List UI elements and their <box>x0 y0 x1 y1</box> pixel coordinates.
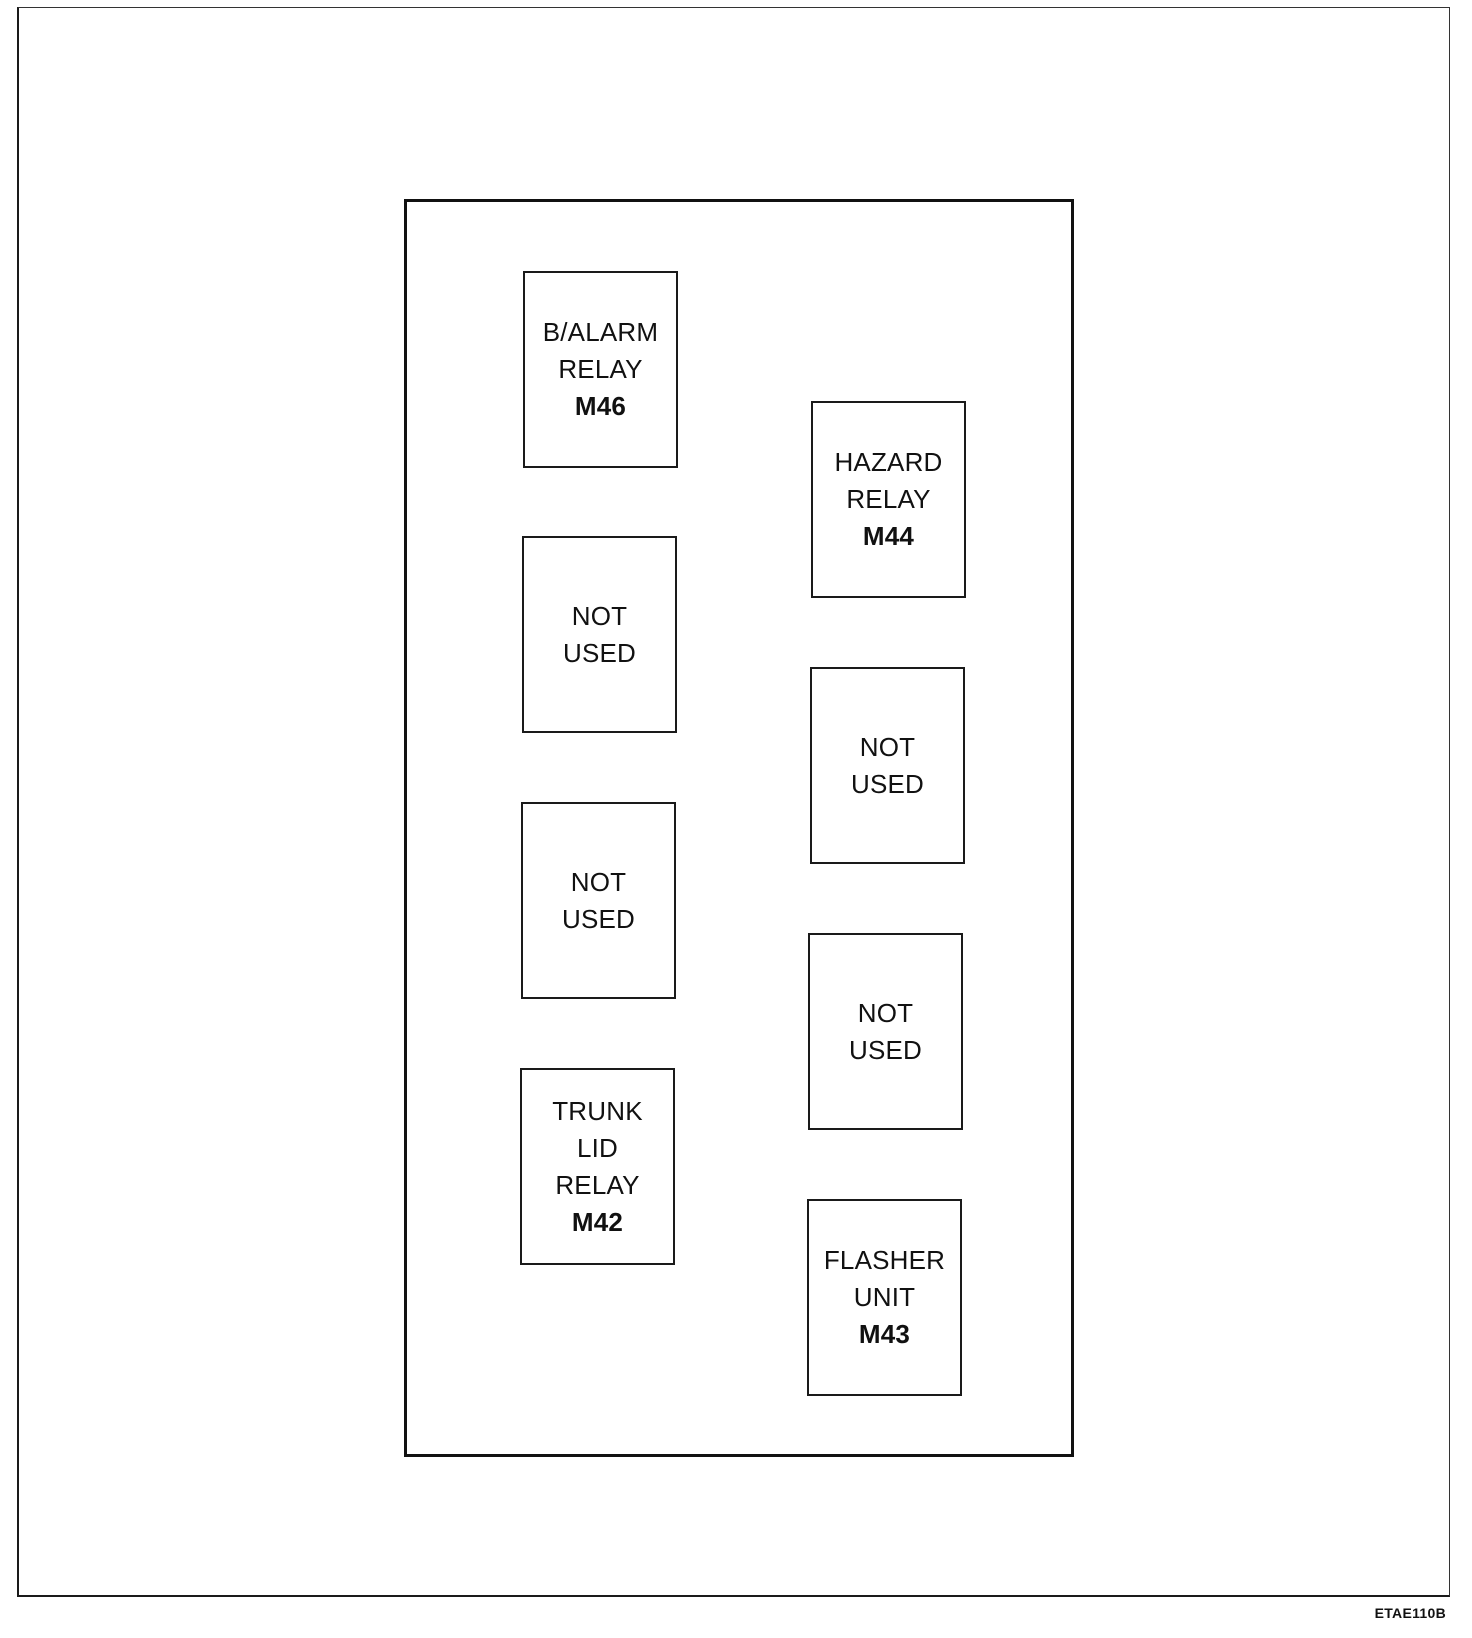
relay-label-line: FLASHER <box>823 1245 946 1275</box>
relay-label-line: LID <box>576 1132 619 1163</box>
relay-code: M46 <box>574 391 627 421</box>
trunk-lid-relay: TRUNK LID RELAY M42 <box>520 1068 675 1265</box>
relay-label-line: RELAY <box>555 1169 640 1200</box>
figure-code: ETAE110B <box>1374 1605 1446 1621</box>
b-alarm-relay: B/ALARM RELAY M46 <box>523 271 678 468</box>
relay-label-line: USED <box>561 903 636 934</box>
relay-panel: B/ALARM RELAY M46 HAZARD RELAY M44 NOT U… <box>404 199 1074 1457</box>
not-used-slot-right-1: NOT USED <box>810 667 965 864</box>
relay-label-line: NOT <box>857 997 914 1028</box>
hazard-relay: HAZARD RELAY M44 <box>811 401 966 598</box>
relay-label-line: USED <box>562 637 637 668</box>
relay-label-line: USED <box>848 1034 923 1065</box>
relay-label-line: USED <box>850 768 925 799</box>
relay-code: M42 <box>571 1206 624 1237</box>
figure-frame <box>17 7 1450 1597</box>
relay-label-line: NOT <box>570 866 627 897</box>
not-used-slot-right-2: NOT USED <box>808 933 963 1130</box>
relay-label-line: TRUNK <box>552 1095 643 1126</box>
not-used-slot-left-2: NOT USED <box>521 802 676 999</box>
relay-code: M44 <box>862 521 915 551</box>
not-used-slot-left-1: NOT USED <box>522 536 677 733</box>
relay-label-line: B/ALARM <box>542 317 659 347</box>
relay-label-line: RELAY <box>558 354 643 384</box>
relay-label-line: UNIT <box>853 1282 916 1312</box>
flasher-unit: FLASHER UNIT M43 <box>807 1199 962 1396</box>
relay-label-line: RELAY <box>846 484 931 514</box>
relay-code: M43 <box>858 1319 911 1349</box>
relay-label-line: NOT <box>571 600 628 631</box>
relay-label-line: NOT <box>859 731 916 762</box>
relay-label-line: HAZARD <box>834 447 943 477</box>
